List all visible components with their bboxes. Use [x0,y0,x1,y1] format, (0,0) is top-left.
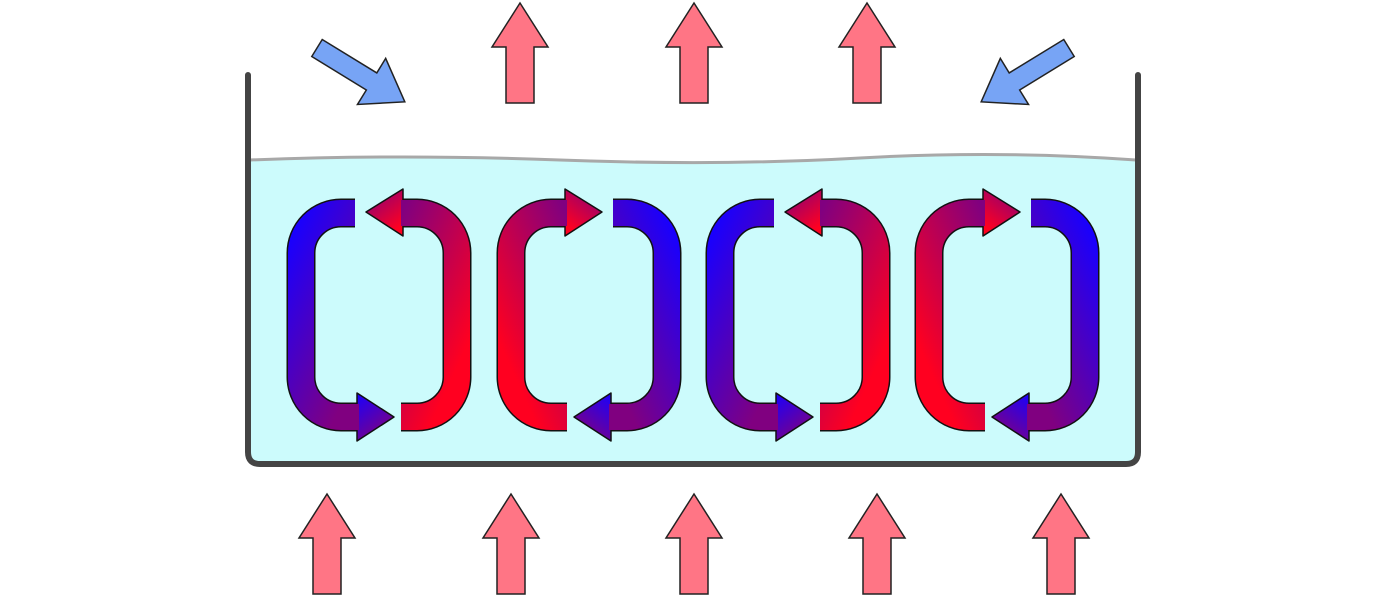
cold-flow-arrow [286,198,395,442]
convection-cell [496,188,682,442]
cold-flow-arrow [573,198,682,442]
heat-arrow-up [847,492,907,595]
heat-arrow-up [664,492,724,595]
hot-flow-arrow [914,188,1021,432]
heat-arrow-up [297,492,357,595]
hot-flow-arrow [784,188,891,432]
container [245,72,1141,467]
heat-arrow-up [1031,492,1091,595]
convection-cells [286,188,1100,442]
convection-cell [286,188,472,442]
heat-arrow-up [837,1,897,104]
cool-arrow-in [980,38,1076,106]
cool-arrow-in [310,38,406,106]
hot-flow-arrow [365,188,472,432]
convection-cell [914,188,1100,442]
heat-arrows [297,1,1091,595]
cold-flow-arrow [991,198,1100,442]
convection-cell [705,188,891,442]
water-surface [249,152,1137,165]
heat-arrow-up [664,1,724,104]
cold-flow-arrow [705,198,814,442]
heat-arrow-up [481,492,541,595]
heat-arrow-up [490,1,550,104]
hot-flow-arrow [496,188,603,432]
